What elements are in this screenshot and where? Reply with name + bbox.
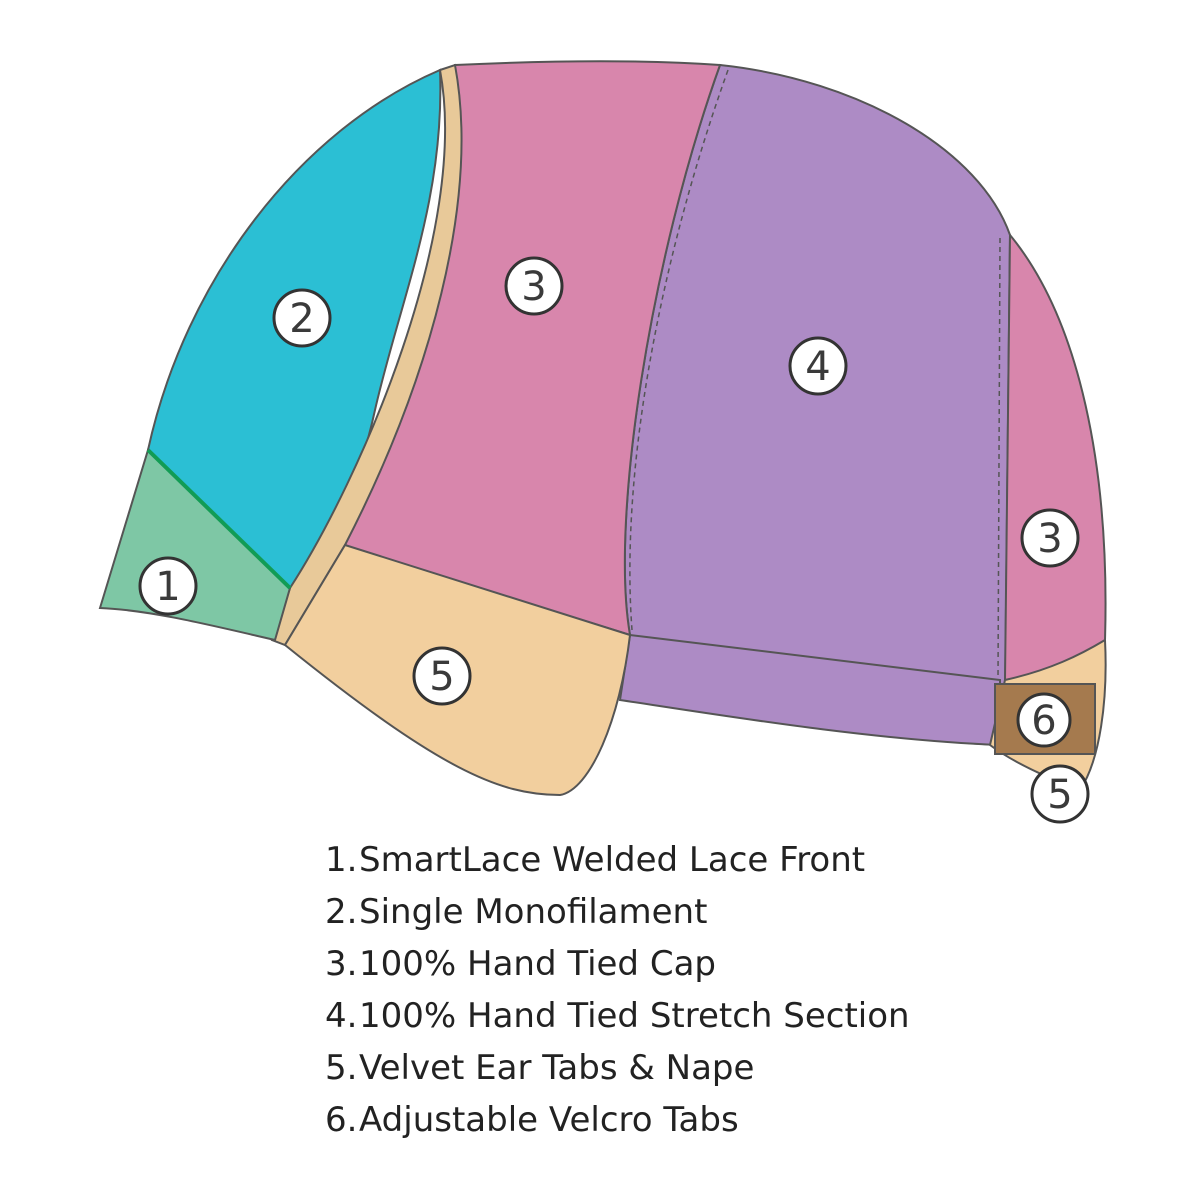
legend-number: 2.: [325, 892, 358, 932]
legend: 1.SmartLace Welded Lace Front 2.Single M…: [325, 834, 1185, 1146]
marker-4: 4: [788, 336, 848, 396]
legend-item: 2.Single Monofilament: [325, 886, 1185, 938]
marker-6: 6: [1016, 692, 1072, 748]
region-4-lower-band: [618, 633, 1001, 747]
marker-3: 3: [504, 256, 564, 316]
marker-3: 3: [1020, 508, 1080, 568]
svg-text:6: 6: [1031, 698, 1056, 744]
marker-1: 1: [138, 556, 198, 616]
legend-number: 3.: [325, 944, 358, 984]
marker-5: 5: [412, 646, 472, 706]
stitch-line-4-front: [629, 69, 729, 631]
legend-label: Single Monofilament: [359, 892, 708, 932]
legend-number: 4.: [325, 996, 358, 1036]
marker-5: 5: [1030, 764, 1090, 824]
svg-text:2: 2: [289, 296, 314, 342]
marker-2: 2: [272, 288, 332, 348]
legend-label: SmartLace Welded Lace Front: [359, 840, 866, 880]
region-3-hand-tied-cap-back: [1003, 232, 1107, 682]
svg-text:5: 5: [1047, 772, 1072, 818]
legend-item: 3.100% Hand Tied Cap: [325, 938, 1185, 990]
stitch-line-4-back: [997, 237, 1001, 681]
svg-text:1: 1: [155, 564, 180, 610]
legend-label: 100% Hand Tied Cap: [359, 944, 716, 984]
svg-text:4: 4: [805, 344, 830, 390]
legend-number: 6.: [325, 1100, 358, 1140]
legend-label: Velvet Ear Tabs & Nape: [359, 1048, 755, 1088]
legend-number: 5.: [325, 1048, 358, 1088]
svg-text:3: 3: [521, 264, 546, 310]
svg-text:5: 5: [429, 654, 454, 700]
lace-boundary-line: [146, 448, 292, 590]
legend-item: 1.SmartLace Welded Lace Front: [325, 834, 1185, 886]
wig-cap-diagram: 1 2 3 3 4 5 5 6: [98, 60, 1107, 824]
legend-item: 4.100% Hand Tied Stretch Section: [325, 990, 1185, 1042]
legend-label: 100% Hand Tied Stretch Section: [359, 996, 910, 1036]
legend-number: 1.: [325, 840, 358, 880]
svg-text:3: 3: [1037, 516, 1062, 562]
legend-item: 5.Velvet Ear Tabs & Nape: [325, 1042, 1185, 1094]
legend-label: Adjustable Velcro Tabs: [359, 1100, 739, 1140]
legend-item: 6.Adjustable Velcro Tabs: [325, 1094, 1185, 1146]
